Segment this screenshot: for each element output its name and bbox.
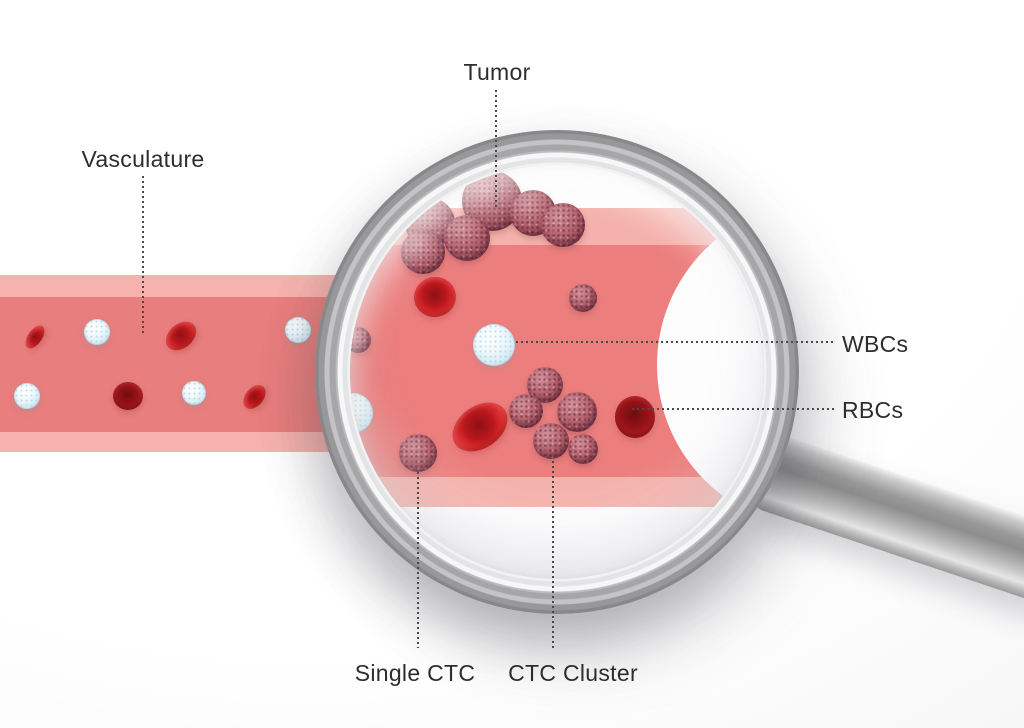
lens-cells-layer: [350, 165, 764, 579]
label-ctc-cluster: CTC Cluster: [508, 660, 638, 686]
ctc-cell: [569, 284, 597, 312]
vasculature-leader-line: [142, 176, 144, 333]
rbcs-leader-line: [632, 408, 834, 410]
label-vasculature: Vasculature: [81, 146, 205, 172]
ctc-cell: [568, 434, 598, 464]
ctc-cell: [557, 392, 597, 432]
ctc-cell: [401, 230, 445, 274]
single-ctc-leader-line: [417, 472, 419, 648]
wbc-cell: [473, 324, 515, 366]
wbc-cell: [350, 393, 373, 433]
rbc-cell: [615, 396, 655, 438]
ctc-cluster-leader-line: [552, 461, 554, 648]
tumor-leader-line: [495, 90, 497, 208]
wbc-cell: [285, 317, 311, 343]
rbc-cell: [410, 273, 460, 321]
rbc-cell: [160, 315, 202, 357]
wbc-cell: [84, 319, 110, 345]
rbc-cell: [21, 322, 49, 352]
wbc-cell: [14, 383, 40, 409]
label-single-ctc: Single CTC: [354, 660, 476, 686]
ctc-cell: [444, 215, 490, 261]
magnifier-lens-view: [350, 165, 764, 579]
wbc-cell: [182, 381, 206, 405]
wbcs-leader-line: [516, 341, 834, 343]
magnified-scene: [350, 165, 764, 579]
ctc-cell: [509, 394, 543, 428]
rbc-cell: [238, 380, 270, 414]
label-rbcs: RBCs: [842, 397, 904, 423]
label-tumor: Tumor: [463, 59, 531, 85]
ctc-cell: [350, 327, 371, 353]
ctc-cell: [541, 203, 585, 247]
ctc-cell: [399, 434, 437, 472]
magnified-vessel-wall-bottom: [350, 477, 764, 507]
rbc-cell: [443, 392, 517, 462]
ctc-cell: [533, 423, 569, 459]
rbc-cell: [113, 382, 143, 410]
label-wbcs: WBCs: [842, 331, 909, 357]
